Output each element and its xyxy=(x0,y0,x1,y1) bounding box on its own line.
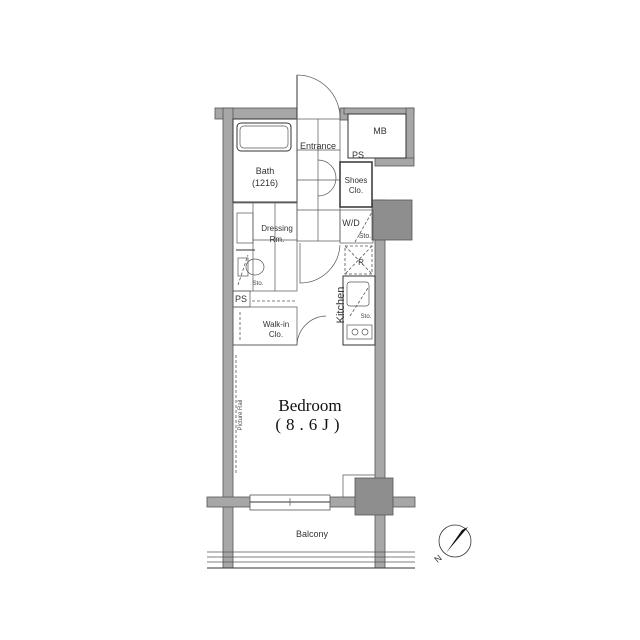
shoes-label-2: Clo. xyxy=(349,186,363,195)
dressing-label: Dressing xyxy=(261,224,293,233)
entrance-label: Entrance xyxy=(300,141,336,151)
bath-size: (1216) xyxy=(252,178,278,188)
mb-label: MB xyxy=(373,126,387,136)
kitchen-label: Kitchen xyxy=(335,287,347,324)
walkin-door[interactable] xyxy=(296,315,327,346)
balcony-label: Balcony xyxy=(296,529,329,539)
wd-label: W/D xyxy=(342,218,360,228)
walkin-label: Walk-in xyxy=(263,320,289,329)
ps-top-label: PS xyxy=(352,150,364,160)
bathtub xyxy=(236,122,292,152)
kitchen-counter xyxy=(342,275,376,346)
bath-room xyxy=(232,118,298,203)
dressing-label-2: Rm. xyxy=(270,235,285,244)
wd-sto-label: Sto. xyxy=(359,233,372,240)
ps-left-label: PS xyxy=(235,294,247,304)
shoes-closet xyxy=(339,161,373,208)
balcony-window[interactable] xyxy=(249,494,331,511)
structural-column-top xyxy=(371,199,413,241)
balcony-railing xyxy=(207,551,415,569)
picture-rail-label: Picture Rail xyxy=(238,400,244,431)
bath-label: Bath xyxy=(256,166,275,176)
entrance-door[interactable] xyxy=(296,74,341,119)
shoes-label: Shoes xyxy=(345,176,368,185)
toilet xyxy=(236,249,265,286)
meter-box xyxy=(347,113,407,159)
compass-icon: N xyxy=(432,524,472,565)
sink xyxy=(346,281,370,307)
bedroom-size: (8.6J) xyxy=(275,415,344,434)
bedroom-hall-door[interactable] xyxy=(299,243,341,284)
dressing-room xyxy=(232,202,298,292)
bedroom-label: Bedroom xyxy=(278,396,341,415)
entrance-floor xyxy=(296,118,341,242)
refrigerator-label: R xyxy=(358,258,364,267)
toilet-sto-label: Sto. xyxy=(253,281,264,287)
structural-column-bottom xyxy=(354,477,394,516)
walkin-label-2: Clo. xyxy=(269,330,283,339)
kitchen-sto-label: Sto. xyxy=(361,314,372,320)
dressing-door[interactable] xyxy=(317,159,337,197)
refrigerator-space xyxy=(344,245,373,275)
north-label: N xyxy=(432,553,443,565)
stove xyxy=(346,324,373,340)
washer-space xyxy=(339,209,374,244)
